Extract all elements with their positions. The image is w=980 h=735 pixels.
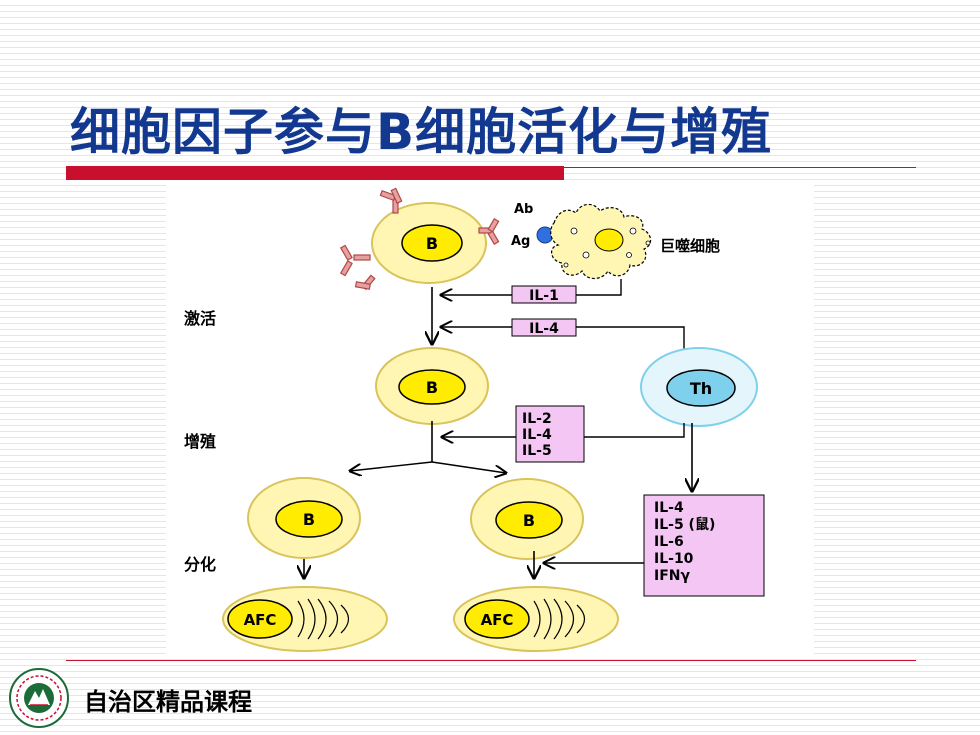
afc-label: AFC [481,611,514,629]
stage-label-differentiation: 分化 [184,555,216,574]
footer-divider-line [66,660,916,661]
stage-label-activation: 激活 [184,309,216,328]
b-cell-label: B [426,378,438,397]
stage-label-proliferation: 增殖 [184,432,216,451]
proliferation-cytokines-box [515,405,585,463]
b-cell-label: B [523,511,535,530]
th-to-il4-line [576,326,685,349]
b-cell-label: B [303,510,315,529]
differentiation-cytokine: IL-4 [654,500,684,516]
university-logo-icon [8,667,70,729]
differentiation-cytokine: IFNγ [654,568,690,584]
proliferation-cytokine: IL-5 [522,443,552,459]
b-cell-activation-diagram: B Ab Ag 巨噬细胞 激活 IL-1 IL-4 [166,183,814,655]
il4-label: IL-4 [529,321,559,337]
differentiation-cytokine: IL-6 [654,534,684,550]
proliferation-cytokine: IL-4 [522,427,552,443]
split-arrow-right [431,461,506,473]
afc-label: AFC [244,611,277,629]
diagram-canvas: B Ab Ag 巨噬细胞 激活 IL-1 IL-4 [184,187,765,652]
macrophage-label: 巨噬细胞 [660,237,720,255]
differentiation-cytokines-box [643,494,765,597]
b-cell-top: B [371,202,487,284]
th-cell: Th [640,347,758,427]
footer-course-label: 自治区精品课程 [84,688,252,716]
macrophage-to-il1-line [576,279,622,296]
page-title: 细胞因子参与B细胞活化与增殖 [70,103,773,161]
differentiation-cytokine: IL-10 [654,551,694,567]
th-cell-label: Th [690,379,712,398]
antibody-icon [339,187,500,291]
il1-label: IL-1 [529,288,559,304]
antibody-label: Ab [514,202,533,217]
proliferation-cytokine: IL-2 [522,411,552,427]
afc-cell-right: AFC [453,586,619,652]
b-cell-daughter-left: B [247,477,361,559]
title-divider-line [564,167,916,168]
b-cell-label: B [426,234,438,253]
differentiation-cytokine: IL-5 (鼠) [654,516,715,533]
antigen-icon [536,226,554,244]
b-cell-daughter-right: B [470,478,584,560]
antigen-label: Ag [511,234,530,249]
afc-cell-left: AFC [222,586,388,652]
b-cell-middle: B [375,347,489,425]
split-arrow-left [350,461,433,471]
title-underline-bar [66,166,564,180]
macrophage-cell [550,203,652,280]
th-to-proliferation-line [584,423,685,438]
